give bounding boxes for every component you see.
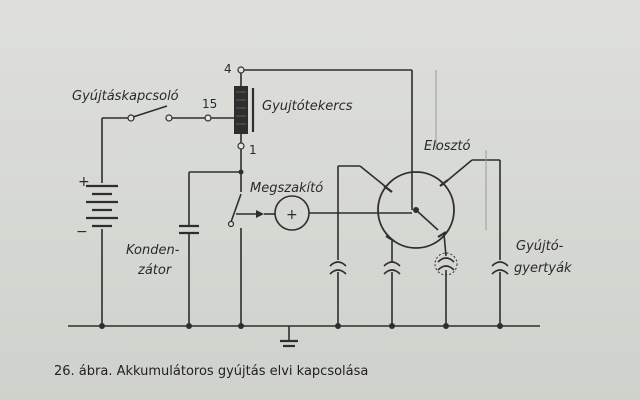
spark-plugs-label-1: Gyújtó- — [516, 239, 564, 254]
terminal-1-label: 1 — [249, 143, 257, 157]
breaker — [227, 149, 264, 329]
ignition-coil — [234, 66, 255, 150]
battery-plus-label: + — [78, 174, 90, 190]
ignition-coil-label: Gyujtótekercs — [262, 99, 353, 114]
plug-lead-1 — [329, 165, 387, 329]
capacitor-label-1: Konden- — [126, 243, 180, 258]
breaker-label: Megszakító — [250, 181, 323, 196]
ground-symbol — [280, 326, 298, 348]
cam — [264, 195, 412, 231]
ignition-switch-label: Gyújtáskapcsoló — [72, 89, 179, 104]
distributor-label: Elosztó — [424, 139, 470, 154]
plug-lead-4 — [447, 159, 509, 329]
capacitor — [179, 171, 241, 329]
capacitor-label-2: zátor — [137, 263, 173, 278]
distributor — [377, 171, 455, 249]
figure-caption: 26. ábra. Akkumulátoros gyújtás elvi kap… — [54, 364, 369, 379]
terminal-4-label: 4 — [224, 62, 232, 76]
terminal-15-label: 15 — [202, 97, 217, 111]
cam-plus-sign: + — [286, 207, 298, 223]
battery-minus-label: − — [76, 224, 88, 240]
battery — [86, 118, 118, 329]
spark-plugs-label-2: gyertyák — [514, 261, 572, 276]
plug-lead-3-sparking — [434, 233, 458, 329]
plug-lead-2 — [383, 241, 401, 329]
ignition-switch — [102, 105, 234, 122]
